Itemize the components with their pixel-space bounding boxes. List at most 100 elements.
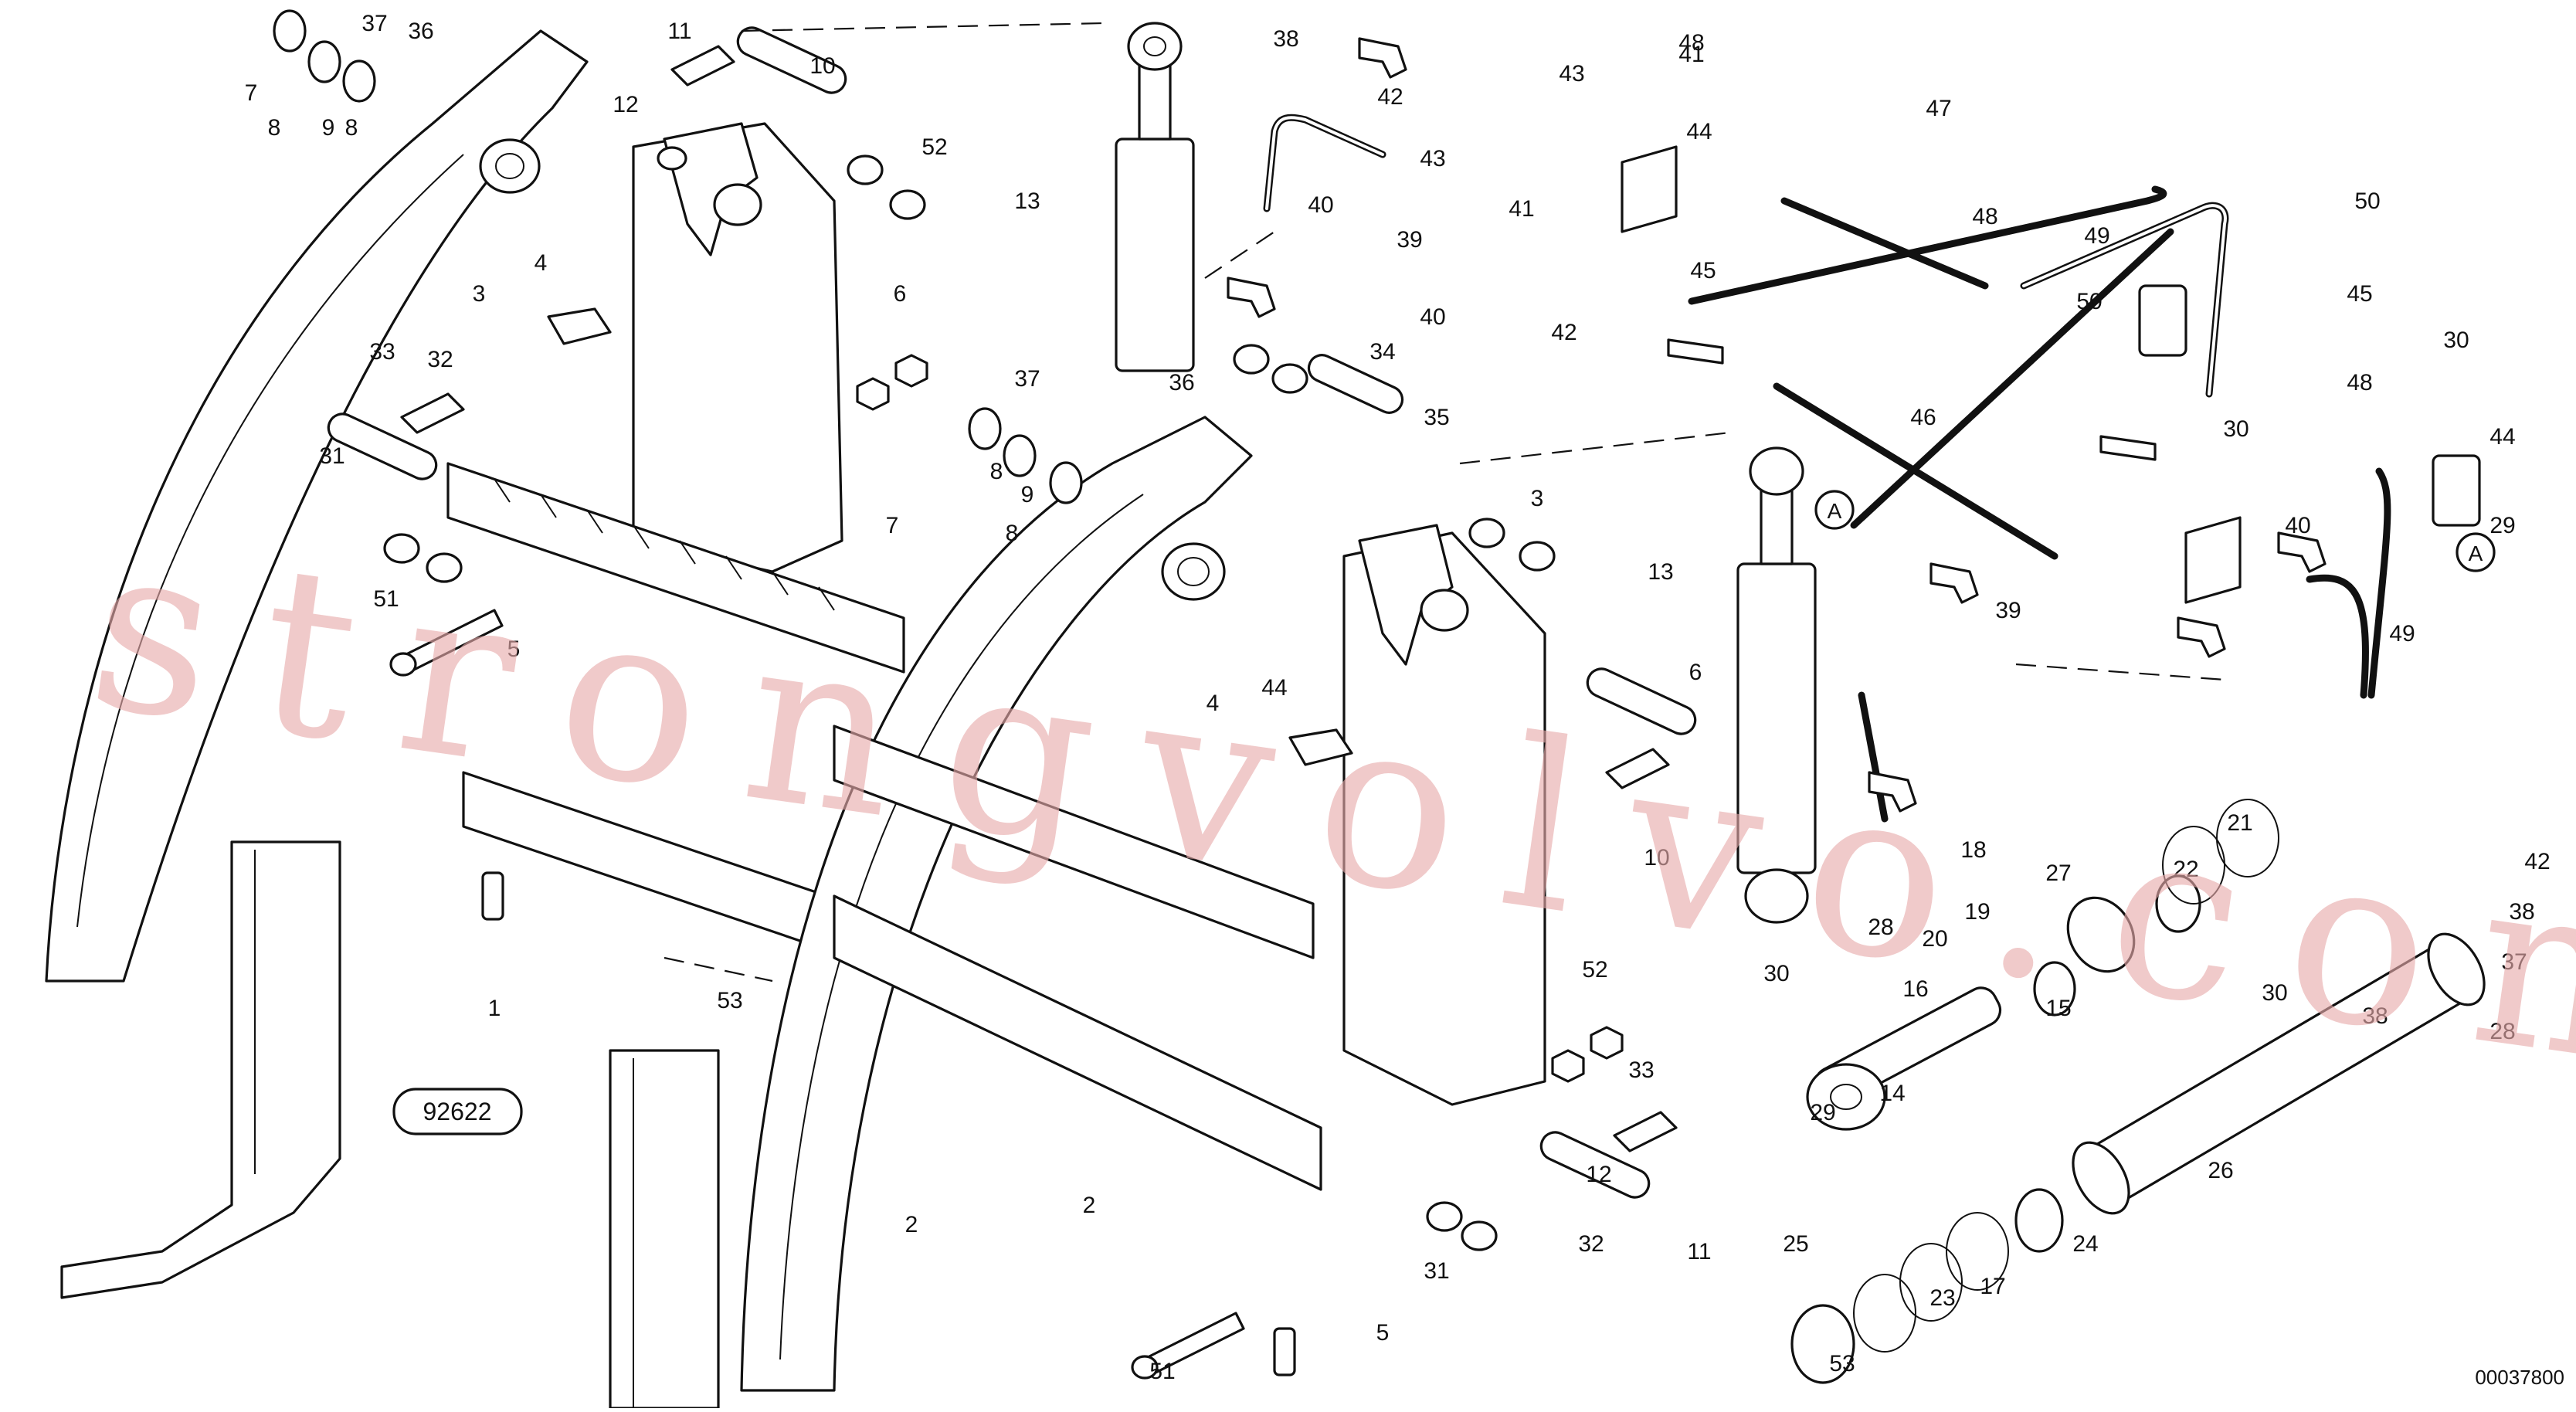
callout-number: 26 [2208, 1158, 2233, 1183]
callout-number: 4 [1207, 691, 1220, 716]
callout-number: 51 [373, 586, 399, 612]
callout-number: 24 [2072, 1231, 2098, 1257]
callout-number: 7 [886, 513, 899, 538]
callout-number: 11 [1687, 1239, 1711, 1264]
hardware-parts [273, 9, 2481, 1380]
callout-number: 10 [809, 53, 835, 79]
callout-number: 53 [1829, 1351, 1855, 1376]
callout-number: 6 [1689, 660, 1702, 685]
callout-number: 43 [1559, 61, 1584, 87]
callout-number: 41 [1678, 42, 1704, 67]
callout-number: 19 [1964, 899, 1990, 925]
fork-arm-rear [45, 29, 589, 983]
callout-number: 30 [2262, 980, 2287, 1006]
callout-number: 9 [322, 115, 335, 141]
callout-number: 30 [2223, 416, 2248, 442]
callout-number: 1 [488, 996, 501, 1021]
callout-number: 36 [1169, 370, 1194, 395]
reference-marker-a-left: A [1814, 490, 1855, 530]
callout-number: 32 [1578, 1231, 1604, 1257]
callout-number: 31 [1424, 1258, 1449, 1284]
callout-number: 18 [1960, 837, 1986, 863]
callout-number: 4 [535, 250, 548, 276]
callout-number: 22 [2173, 857, 2198, 882]
callout-number: 25 [1783, 1231, 1808, 1257]
callout-number: 41 [1509, 196, 1534, 222]
callout-number: 10 [1644, 845, 1669, 871]
callout-number: 30 [2443, 328, 2469, 353]
callout-number: 50 [2354, 188, 2380, 214]
callout-number: 53 [717, 988, 742, 1013]
callout-number: 38 [1273, 26, 1298, 52]
dashed-leader-lines [664, 22, 2225, 983]
callout-number: 37 [1014, 366, 1040, 392]
callout-number: 50 [2076, 289, 2102, 314]
fork-tine-right [609, 1049, 720, 1410]
callout-number: 5 [1376, 1320, 1390, 1346]
hydraulic-hoses [1263, 114, 2391, 823]
callout-number: 36 [408, 19, 433, 44]
callout-number: 47 [1926, 96, 1951, 121]
carriage-frame-front [833, 524, 1546, 1191]
callout-number: 30 [1763, 961, 1789, 986]
callout-number: 38 [2362, 1003, 2388, 1029]
callout-number: 40 [1308, 192, 1333, 218]
carriage-frame-plate [446, 122, 905, 967]
callout-number: 13 [1014, 188, 1040, 214]
part-number-badge-label: 92622 [423, 1098, 492, 1125]
callout-number: 40 [2285, 513, 2310, 538]
callout-number: 12 [613, 92, 638, 117]
fork-tine-left [60, 840, 341, 1299]
callout-number: 43 [1420, 146, 1445, 171]
callout-number: 52 [1582, 957, 1607, 983]
callout-number: 35 [1424, 405, 1449, 430]
callout-number: 12 [1586, 1162, 1611, 1187]
reference-marker-a-right: A [2456, 532, 2496, 572]
tilt-cylinder-assembly [1790, 799, 2486, 1384]
callout-number: 15 [2045, 996, 2071, 1021]
callout-number: 45 [1690, 258, 1716, 283]
callout-number: 48 [1972, 204, 1997, 229]
callout-number: 13 [1648, 559, 1673, 585]
callout-number: 5 [507, 636, 521, 662]
callout-number: 37 [361, 11, 387, 36]
callout-number: 34 [1369, 339, 1395, 365]
callout-number: 32 [427, 347, 453, 372]
callout-number: 28 [1868, 915, 1893, 940]
callout-number: 42 [1377, 84, 1403, 110]
callout-number: 33 [369, 339, 395, 365]
callout-number: 8 [990, 459, 1003, 484]
callout-number: 9 [1021, 482, 1034, 507]
callout-number: 48 [1678, 30, 1704, 56]
lift-cylinder-top [1115, 22, 1195, 372]
callout-number: 17 [1980, 1274, 2005, 1299]
callout-number: 45 [2347, 281, 2372, 307]
callout-number: 31 [319, 443, 344, 469]
callout-number: 44 [1686, 119, 1712, 144]
callout-number: 3 [1531, 486, 1544, 511]
callout-number: 11 [667, 19, 691, 44]
callout-number: 7 [245, 80, 258, 106]
callout-number: 8 [1006, 521, 1019, 546]
callout-number: 3 [473, 281, 486, 307]
callout-number: 14 [1879, 1081, 1905, 1106]
callout-number: 21 [2227, 810, 2252, 836]
callout-number: 38 [2509, 899, 2534, 925]
reference-marker-label: A [2469, 541, 2483, 565]
callout-number: 6 [894, 281, 907, 307]
callout-number: 2 [905, 1212, 918, 1237]
callout-number: 52 [921, 134, 947, 160]
callout-number: 44 [2489, 424, 2515, 450]
callout-number: 44 [1261, 675, 1287, 701]
callout-number: 42 [2524, 849, 2550, 874]
callout-number: 51 [1149, 1359, 1175, 1384]
callout-number: 16 [1902, 976, 1928, 1002]
callout-number: 40 [1420, 304, 1445, 330]
callout-number: 8 [345, 115, 358, 141]
callout-number: 49 [2084, 223, 2109, 249]
callout-number: 29 [2489, 513, 2515, 538]
callout-number: 46 [1910, 405, 1936, 430]
reference-marker-label: A [1828, 499, 1842, 523]
